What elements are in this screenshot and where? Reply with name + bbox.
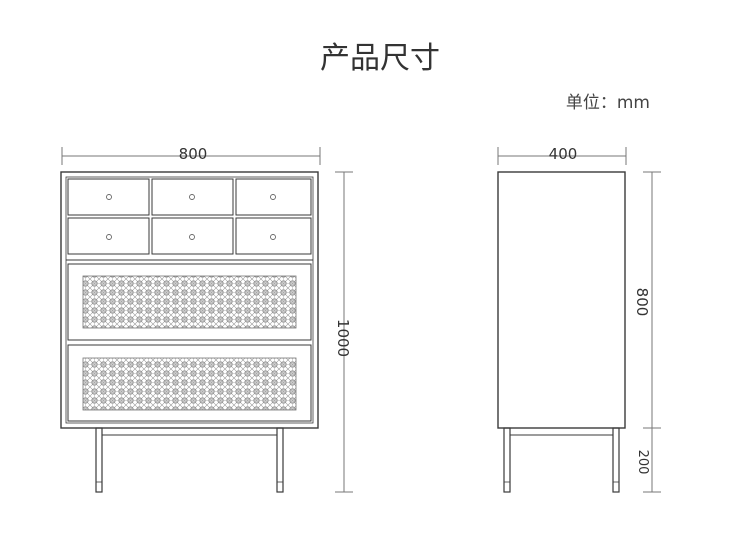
side-leg-height-label: 200 (635, 450, 650, 475)
side-body-height-label: 800 (633, 288, 651, 317)
front-view (60, 147, 353, 493)
front-cabinet-body (60, 171, 319, 429)
rattan-panel (82, 357, 297, 411)
front-width-dimension (61, 147, 321, 165)
side-view (497, 147, 661, 493)
front-height-dimension (335, 171, 353, 493)
small-drawer (235, 178, 312, 216)
front-leg (276, 427, 284, 493)
side-cabinet-body (497, 171, 626, 429)
page-title: 产品尺寸 (320, 41, 440, 76)
large-drawer (67, 263, 312, 341)
drawer-knob-icon (106, 194, 276, 240)
side-height-dimension (643, 171, 661, 493)
side-depth-label: 400 (549, 145, 578, 163)
front-width-label: 800 (179, 145, 208, 163)
small-drawer (235, 217, 312, 255)
side-leg (503, 427, 511, 493)
small-drawer (151, 217, 234, 255)
side-depth-dimension (497, 147, 627, 165)
unit-label: 单位：mm (566, 93, 650, 113)
front-leg (95, 427, 103, 493)
small-drawer (151, 178, 234, 216)
rattan-panel (82, 275, 297, 329)
side-leg (612, 427, 620, 493)
small-drawer (67, 217, 150, 255)
front-cabinet-inner-frame (65, 176, 314, 424)
small-drawer (67, 178, 150, 216)
front-height-label: 1000 (334, 319, 352, 357)
large-drawer (67, 344, 312, 422)
